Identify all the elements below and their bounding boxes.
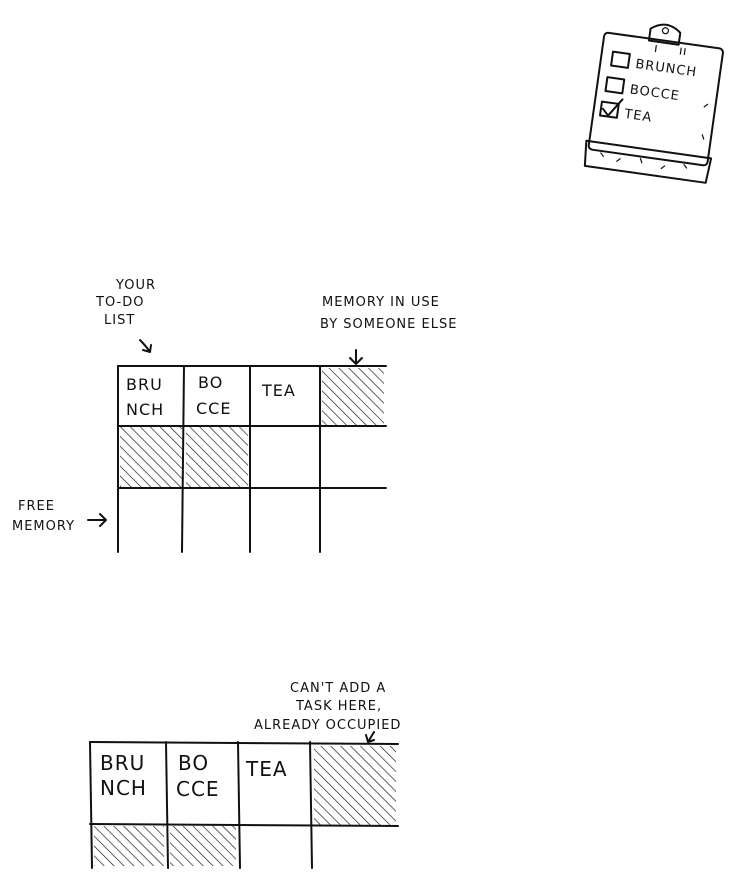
- cell-occupied-r2c1: [120, 426, 182, 488]
- cell-occupied-r1c4-2: [314, 746, 396, 826]
- clipboard-board: [587, 31, 724, 167]
- clipboard-illustration: BRUNCH BOCCE TEA: [583, 23, 724, 184]
- arrow-icon-free: [87, 513, 107, 527]
- memory-grid-1: [117, 365, 387, 553]
- svg-text:NCH: NCH: [100, 776, 147, 800]
- checkbox-bocce: [604, 76, 626, 95]
- clipboard-clip: [647, 23, 682, 46]
- cell-occupied-r1c4: [322, 368, 384, 426]
- memory-diagram-1: YOUR TO-DO LIST MEMORY IN USE BY SOMEONE…: [12, 278, 457, 553]
- clipboard-clip-hole: [661, 27, 670, 35]
- cell-tea-1: TEA: [261, 381, 296, 400]
- svg-text:BO: BO: [198, 373, 223, 392]
- svg-text:ALREADY OCCUPIED: ALREADY OCCUPIED: [254, 718, 401, 733]
- cell-occupied-r2c1-2: [94, 826, 164, 866]
- cell-brunch-1: BRU NCH: [126, 375, 164, 419]
- cell-occupied-r2c2: [186, 426, 248, 488]
- clipboard-texture-dots: [600, 103, 709, 170]
- svg-text:BY SOMEONE ELSE: BY SOMEONE ELSE: [320, 317, 457, 332]
- arrow-icon-todo: [139, 339, 152, 353]
- svg-text:BRU: BRU: [126, 375, 163, 394]
- svg-text:NCH: NCH: [126, 400, 164, 419]
- arrow-icon-in-use: [349, 349, 363, 365]
- svg-text:YOUR: YOUR: [115, 278, 156, 293]
- svg-text:BRU: BRU: [100, 751, 145, 775]
- checkbox-tea: [599, 100, 620, 119]
- cell-bocce-2: BO CCE: [176, 751, 220, 801]
- memory-diagram-2: CAN'T ADD A TASK HERE, ALREADY OCCUPIED …: [89, 681, 401, 869]
- svg-text:BO: BO: [178, 751, 209, 775]
- label-free-memory: FREE MEMORY: [12, 499, 75, 534]
- clipboard-item-tea: TEA: [622, 107, 653, 126]
- checkbox-brunch: [610, 50, 631, 69]
- cell-occupied-r2c2-2: [170, 826, 236, 866]
- checkmark-icon: [601, 98, 624, 117]
- label-memory-in-use: MEMORY IN USE BY SOMEONE ELSE: [320, 295, 457, 332]
- cell-brunch-2: BRU NCH: [100, 751, 147, 800]
- svg-text:CAN'T ADD A: CAN'T ADD A: [290, 681, 386, 696]
- svg-text:MEMORY: MEMORY: [12, 519, 75, 534]
- svg-text:FREE: FREE: [18, 499, 55, 514]
- svg-text:CCE: CCE: [196, 399, 231, 418]
- svg-text:LIST: LIST: [104, 313, 135, 328]
- clipboard-item-brunch: BRUNCH: [634, 57, 698, 80]
- cell-tea-2: TEA: [245, 757, 288, 781]
- svg-text:TASK HERE,: TASK HERE,: [295, 699, 382, 714]
- svg-text:TO-DO: TO-DO: [95, 295, 144, 310]
- clipboard-base: [583, 139, 713, 184]
- label-cant-add-task: CAN'T ADD A TASK HERE, ALREADY OCCUPIED: [254, 681, 401, 733]
- svg-text:CCE: CCE: [176, 777, 220, 801]
- arrow-icon-occupied: [365, 731, 375, 743]
- cell-bocce-1: BO CCE: [196, 373, 231, 418]
- label-your-todo-list: YOUR TO-DO LIST: [95, 278, 156, 328]
- svg-text:MEMORY IN USE: MEMORY IN USE: [322, 295, 440, 310]
- clipboard-item-bocce: BOCCE: [629, 82, 681, 104]
- memory-grid-2: [89, 741, 399, 869]
